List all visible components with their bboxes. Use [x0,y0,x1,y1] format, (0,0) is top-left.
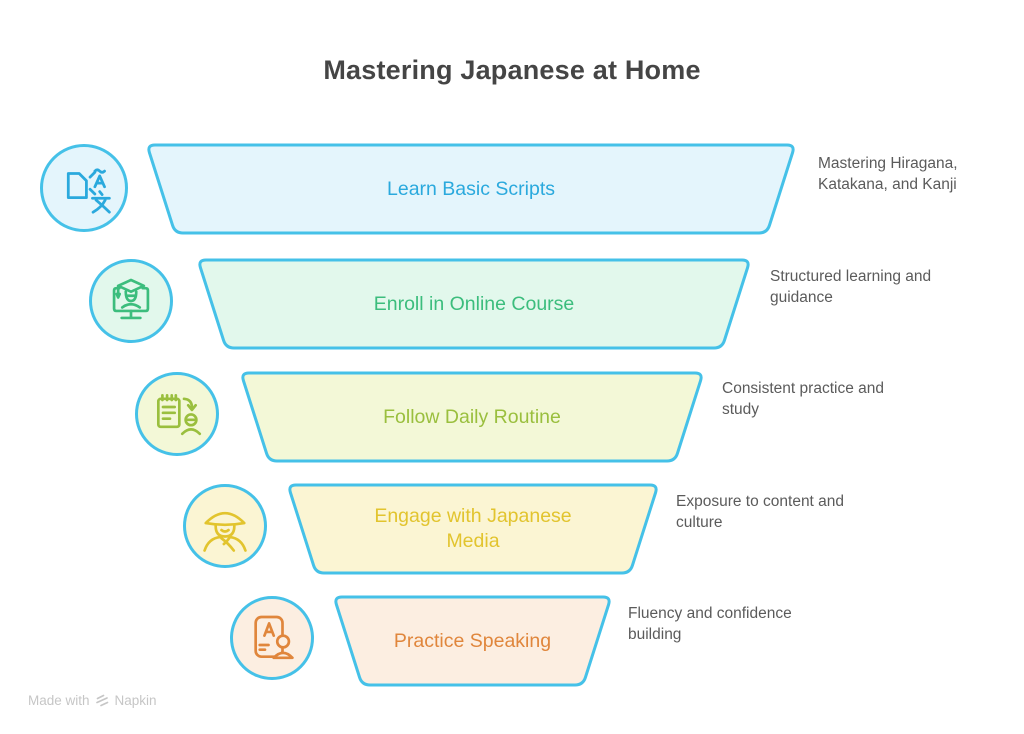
stage-description: Mastering Hiragana, Katakana, and Kanji [818,155,958,194]
stage-label: Practice Speaking [393,629,552,652]
funnel-shape [334,595,611,687]
stage-description: Consistent practice and study [722,380,884,419]
stage-description: Fluency and confidence building [628,605,792,644]
stage1-icon-circle [40,144,128,232]
napkin-logo-icon [95,694,108,707]
funnel-shape [198,258,750,350]
stage-label: Engage with Japanese Media [374,505,572,552]
stage5-icon-circle [230,596,314,680]
funnel-stage-4: Engage with Japanese Media [286,483,660,575]
stage-description: Structured learning and guidance [770,268,932,307]
stage-description: Exposure to content and culture [676,493,845,532]
funnel-shape [241,371,703,463]
funnel-stage-3: Follow Daily Routine [239,371,705,463]
stage3-icon-circle [135,372,219,456]
stage4-icon-circle [183,484,267,568]
funnel-shape [147,143,795,235]
funnel-stage-5: Practice Speaking [332,595,613,687]
online-course-icon [112,278,150,320]
stage-label: Enroll in Online Course [373,292,575,315]
funnel-stage-2: Enroll in Online Course [196,258,752,350]
watermark-made-with: Made with [28,693,90,708]
stage-label: Learn Basic Scripts [387,177,555,200]
funnel-shape [288,483,658,575]
japanese-culture-person-icon [203,511,247,552]
stage2-icon-circle [89,259,173,343]
stage-label: Follow Daily Routine [383,405,561,428]
translation-scripts-icon [66,168,111,214]
speaking-flashcard-icon [254,615,294,660]
daily-routine-icon [156,393,202,436]
watermark: Made with Napkin [28,693,157,708]
funnel-stage-1: Learn Basic Scripts [145,143,797,235]
page-title: Mastering Japanese at Home [323,55,701,85]
watermark-brand: Napkin [114,693,157,708]
